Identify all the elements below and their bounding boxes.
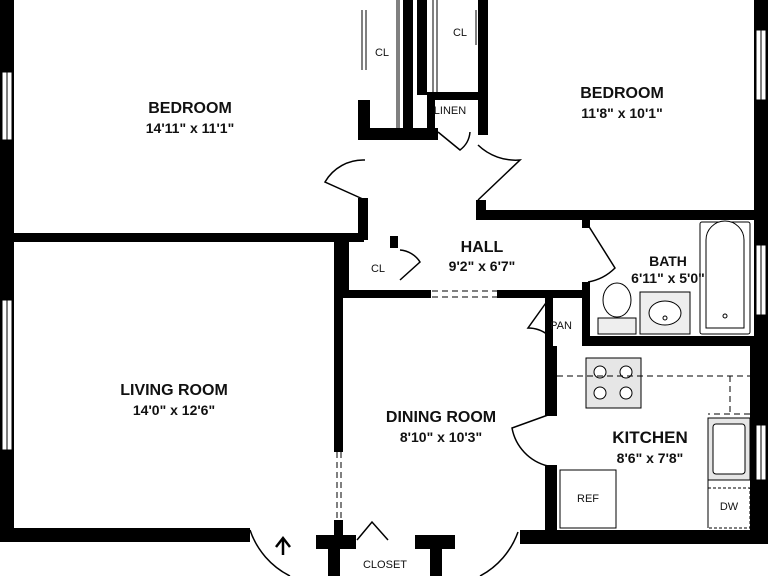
- room-living-name: LIVING ROOM: [120, 382, 228, 399]
- room-bedroom-right-name: BEDROOM: [580, 85, 664, 102]
- label-closet: CLOSET: [363, 559, 407, 571]
- hall-closet-right: [390, 236, 398, 248]
- refrigerator: [559, 469, 617, 529]
- room-dining-name: DINING ROOM: [386, 409, 496, 426]
- wall-bedroom-right-bottom: [476, 210, 768, 220]
- door-linen: [437, 131, 471, 151]
- kitchen-left-wall-bottom: [545, 465, 557, 540]
- door-kitchen: [511, 414, 549, 467]
- wall-bedroom-right-left: [476, 200, 486, 220]
- doors: [249, 131, 616, 576]
- room-bedroom-left-dims: 14'11" x 11'1": [146, 120, 234, 136]
- room-dining-dims: 8'10" x 10'3": [400, 429, 482, 445]
- door-hall-closet: [399, 249, 421, 281]
- hall-closet-left: [343, 240, 349, 292]
- wall-bedroom-left-corner: [358, 128, 438, 140]
- bottom-wall-left: [0, 528, 250, 542]
- wall-hall-dining: [497, 290, 582, 298]
- room-bedroom-right-dims: 11'8" x 10'1": [581, 105, 662, 121]
- closet-divider-1: [403, 0, 413, 130]
- toilet-tank: [597, 317, 637, 335]
- hall-closet-bottom: [343, 290, 431, 298]
- door-pantry: [526, 299, 549, 336]
- toilet-bowl: [602, 282, 632, 318]
- stove: [585, 357, 642, 409]
- label-pantry: PAN: [550, 320, 572, 332]
- room-kitchen-name: KITCHEN: [612, 428, 688, 447]
- wall-bedroom-living: [14, 233, 364, 242]
- room-bath-name: BATH: [649, 253, 687, 269]
- entry-arrow-icon: [275, 535, 291, 555]
- wall-living-dining-lower: [334, 520, 343, 540]
- linen-top-wall: [427, 92, 482, 100]
- label-cl-bedroom-right: CL: [453, 27, 467, 39]
- wall-bedroom-left-low: [358, 198, 368, 240]
- label-dw: DW: [720, 501, 739, 513]
- bath-bottom-wall: [582, 336, 768, 346]
- entry-post-left: [328, 535, 340, 576]
- dishwasher: [707, 487, 751, 529]
- linen-right-wall: [478, 0, 488, 135]
- room-bath-dims: 6'11" x 5'0": [631, 270, 705, 286]
- closet-divider-2: [417, 0, 427, 95]
- bath-fixtures: [597, 220, 751, 335]
- door-entry-left: [249, 529, 291, 576]
- linen-left: [427, 92, 435, 132]
- room-labels: BEDROOM 14'11" x 11'1" BEDROOM 11'8" x 1…: [120, 85, 705, 466]
- room-hall-dims: 9'2" x 6'7": [449, 258, 516, 274]
- bath-left-wall: [582, 282, 590, 342]
- sink-basin: [648, 300, 682, 326]
- room-hall-name: HALL: [461, 239, 504, 256]
- entry-post-right: [430, 535, 442, 576]
- door-bedroom-right: [477, 144, 523, 201]
- label-ref: REF: [577, 493, 599, 505]
- label-cl-bedroom-left: CL: [375, 47, 389, 59]
- bath-left-wall-top: [582, 218, 590, 228]
- room-living-dims: 14'0" x 12'6": [133, 402, 215, 418]
- kitchen-fixtures: [559, 357, 751, 529]
- room-kitchen-dims: 8'6" x 7'8": [617, 450, 684, 466]
- kitchen-left-wall-top: [545, 346, 557, 416]
- room-bedroom-left-name: BEDROOM: [148, 100, 232, 117]
- wall-living-dining-upper: [334, 240, 343, 452]
- label-cl-hall: CL: [371, 263, 385, 275]
- door-closet-bifold: [356, 520, 389, 541]
- hall-opening: [336, 290, 497, 520]
- pantry-wall: [545, 298, 553, 358]
- fixture-labels: CL CL LINEN CL PAN REF DW CLOSET: [363, 27, 739, 571]
- closet-sliding-doors: [361, 0, 481, 130]
- door-entry-right: [479, 531, 519, 576]
- bottom-wall-right: [520, 530, 768, 544]
- label-linen: LINEN: [434, 105, 466, 117]
- door-bath: [587, 224, 616, 283]
- door-bedroom-left: [323, 159, 366, 201]
